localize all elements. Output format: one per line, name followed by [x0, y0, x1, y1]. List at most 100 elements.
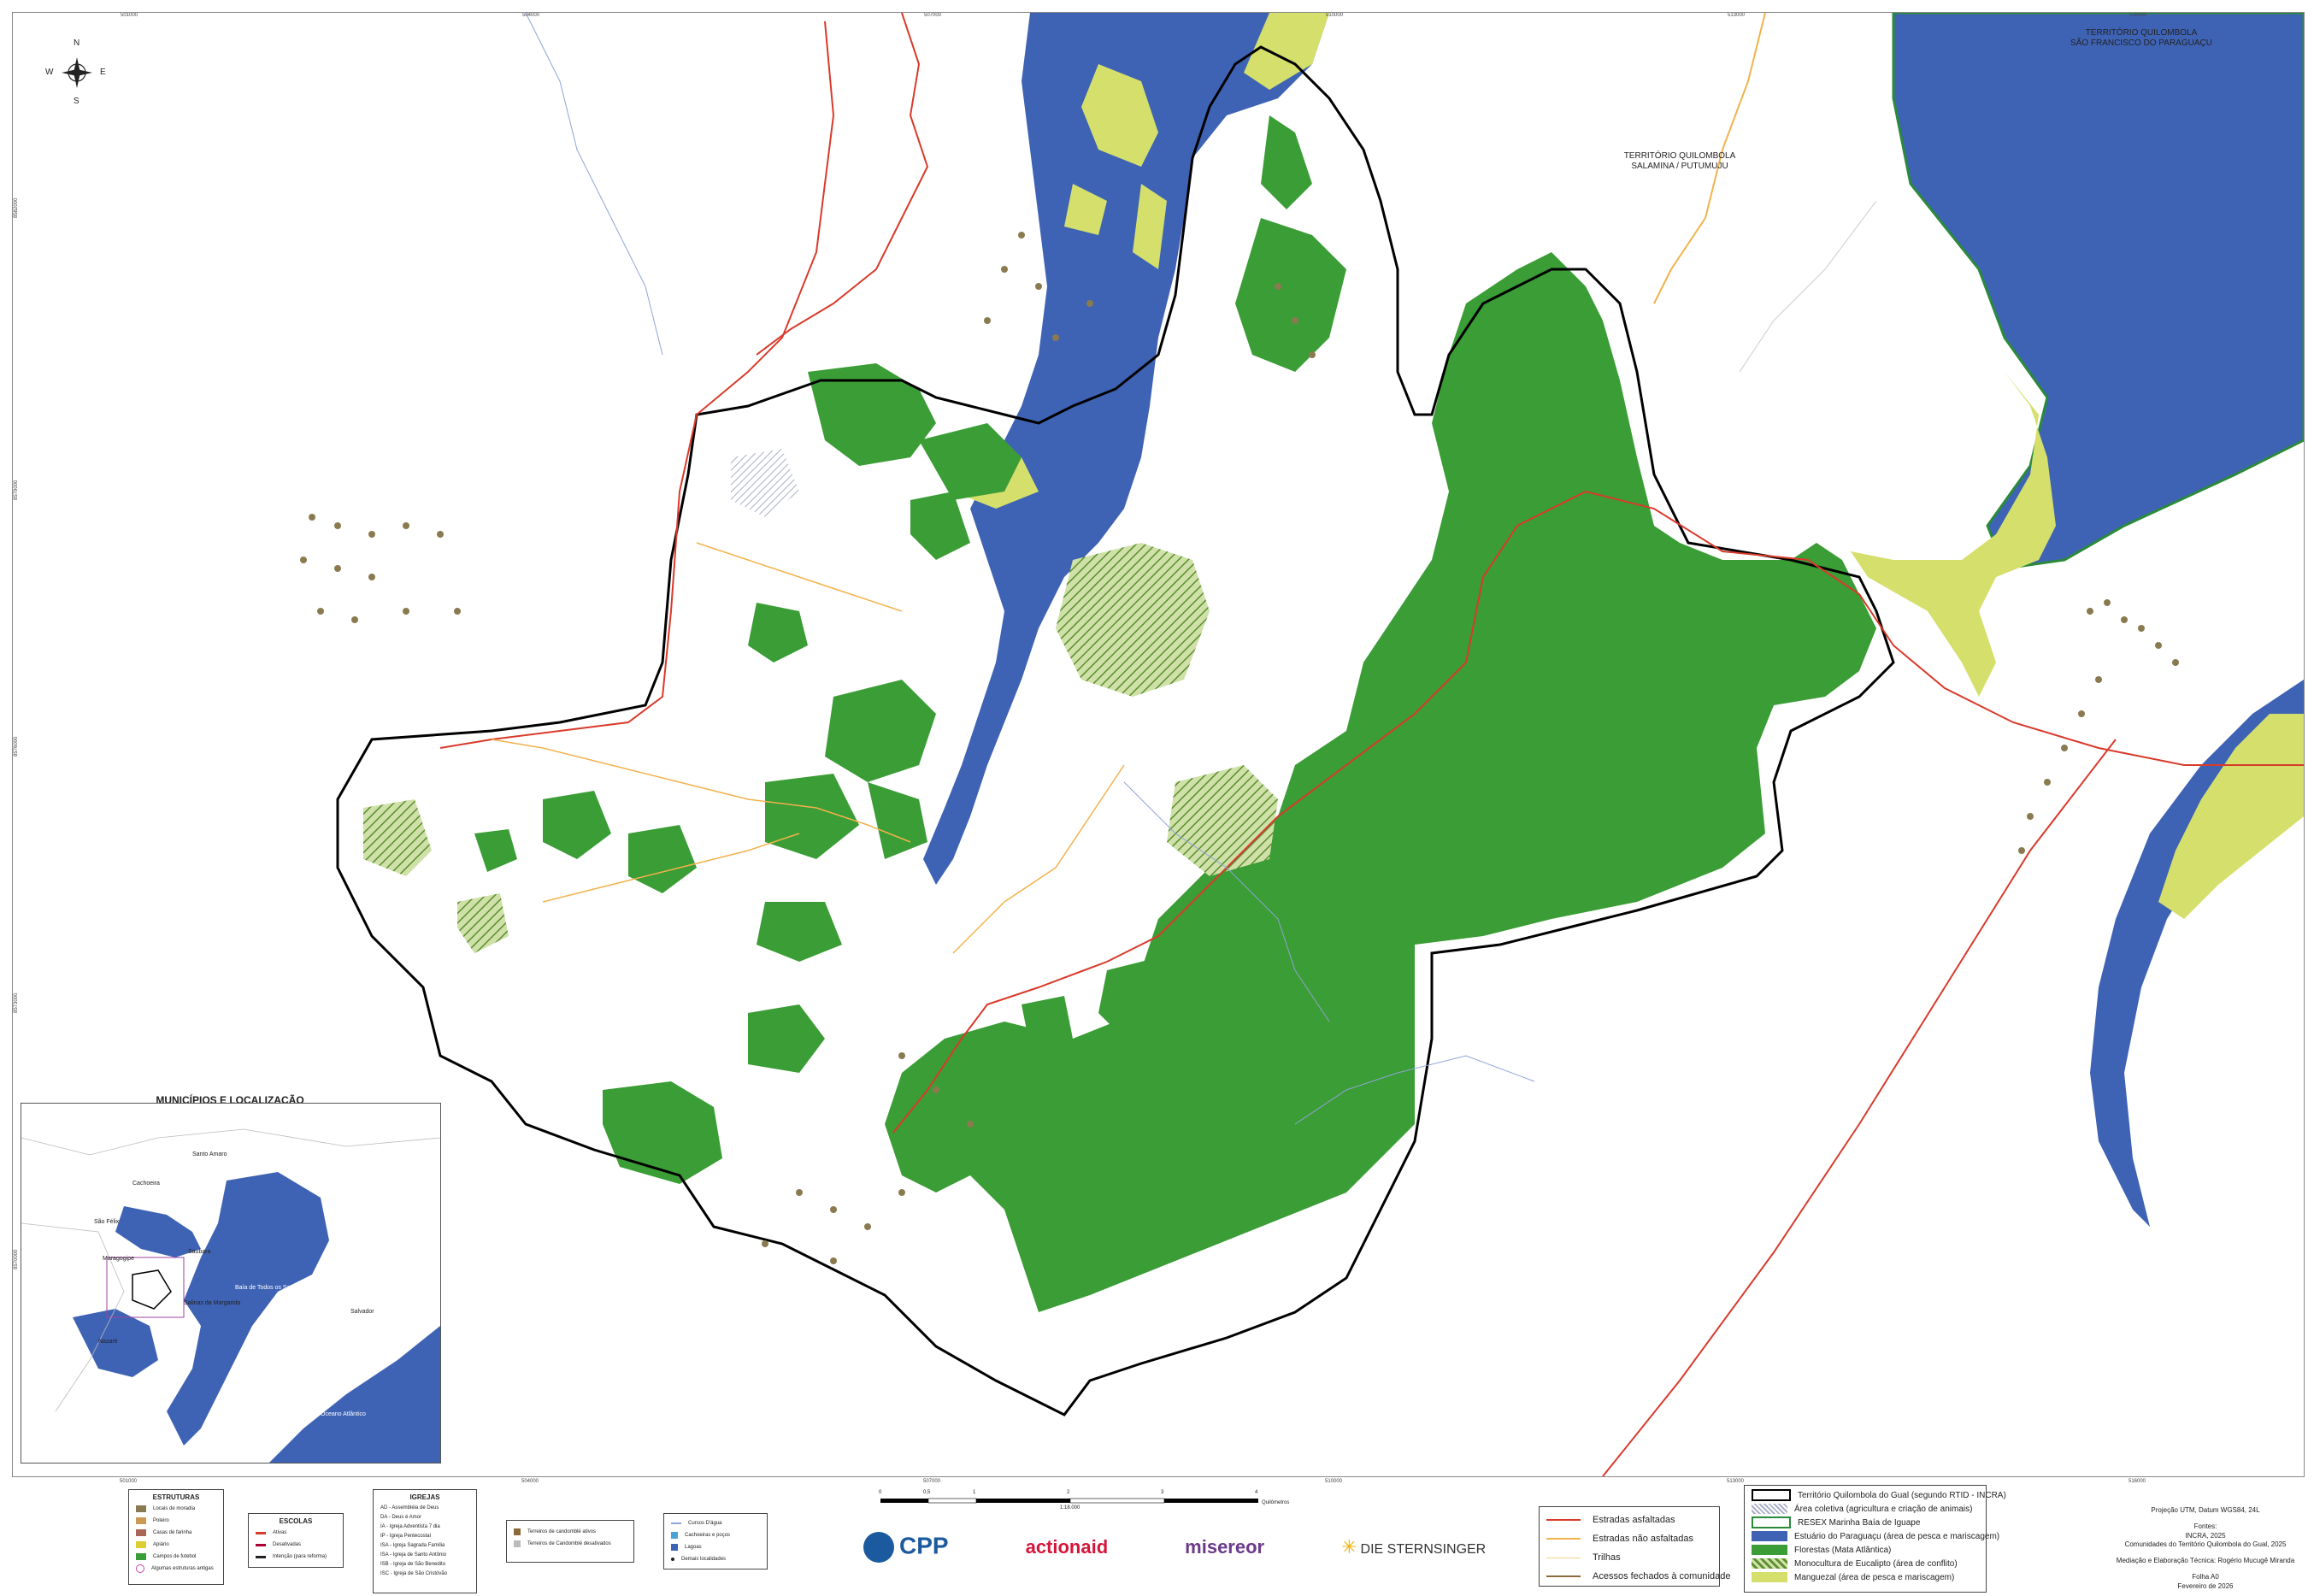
coord-side: 8570000: [14, 1249, 19, 1269]
inset-place: São Félix: [94, 1219, 120, 1225]
settlement-dots: [300, 232, 2179, 1264]
unpaved-road-4: [696, 542, 903, 612]
north-arrow-icon: N S E W: [45, 38, 107, 107]
locality-dot-icon: [671, 1558, 674, 1561]
eucalyptus-3: [363, 799, 432, 876]
forest-center-5: [1098, 953, 1210, 1047]
legend-areas: Território Quilombola do Gual (segundo R…: [1744, 1485, 2006, 1593]
coord-top: 510000: [1326, 13, 1344, 18]
legend-item: Estradas não asfaltadas: [1540, 1529, 1719, 1548]
legend-item: Ativas: [249, 1527, 343, 1539]
legend-item: Apiário: [129, 1539, 223, 1551]
mangrove-central-1: [1081, 64, 1158, 167]
legend-item: Estradas asfaltadas: [1540, 1511, 1719, 1529]
forest-center-1: [825, 680, 936, 782]
coord-bottom: 507000: [923, 1479, 941, 1484]
scale-tick: 1: [973, 1490, 976, 1495]
legend-estruturas-title: ESTRUTURAS: [152, 1493, 200, 1501]
coord-top: 513000: [1728, 13, 1746, 18]
legend-item: Acessos fechados à comunidade: [1540, 1567, 1730, 1586]
legend-item: ISB - Igreja de São Benedito: [380, 1561, 446, 1567]
territory-border-swatch: [1752, 1489, 1791, 1501]
mediation-text: Mediação e Elaboração Técnica: Rogério M…: [2116, 1557, 2295, 1565]
scale-tick: 3: [1161, 1490, 1164, 1495]
legend-item: Cachoeiras e poços: [664, 1529, 767, 1541]
scale-ratio: 1:18.000: [1060, 1505, 1080, 1511]
forest-west-2: [919, 423, 1022, 500]
source-item: INCRA, 2025: [2185, 1531, 2226, 1540]
legend-igrejas: IGREJAS AD - Assembléia de Deus DA - Deu…: [373, 1489, 477, 1593]
trail-1: [1739, 200, 1877, 373]
misereor-logo: misereor: [1185, 1536, 1265, 1558]
territory-label-salamina: TERRITÓRIO QUILOMBOLA SALAMINA / PUTUMUJ…: [1623, 151, 1736, 171]
football-field-icon: [136, 1553, 146, 1560]
legend-item: AD - Assembléia de Deus: [380, 1505, 439, 1511]
forest-center-4: [757, 902, 842, 962]
forest-center-3: [868, 782, 927, 859]
unpaved-road-3: [952, 764, 1125, 954]
legend-item: Estuário do Paraguaçu (área de pesca e m…: [1745, 1529, 1999, 1543]
sheet-text: Folha A0: [2192, 1572, 2219, 1581]
actionaid-logo: actionaid: [1025, 1536, 1109, 1558]
coord-bottom: 504000: [521, 1479, 539, 1484]
inset-place: Nazaré: [98, 1339, 118, 1345]
coord-side: 8573000: [14, 992, 19, 1013]
forest-sw-1: [603, 1081, 722, 1184]
north-label-n: N: [74, 38, 80, 48]
legend-terreiros: Terreiros de candomblé ativos Terreiros …: [506, 1520, 634, 1563]
legend-item: Desativadas: [249, 1539, 343, 1551]
legend-item: Terreiros de candomblé ativos: [507, 1526, 633, 1538]
scale-bar: 0 0,5 1 2 3 4 Quilômetros 1:18.000: [872, 1490, 1289, 1515]
lagoon-icon: [671, 1544, 678, 1551]
legend-item: RESEX Marinha Baía de Iguape: [1745, 1516, 1986, 1529]
scale-tick: 2: [1067, 1490, 1070, 1495]
legend-agua: Cursos D'água Cachoeiras e poços Lagoas …: [663, 1513, 768, 1569]
waterfall-icon: [671, 1532, 678, 1539]
legend-item: ISC - Igreja de São Cristóvão: [380, 1570, 448, 1576]
unpaved-road-1: [491, 739, 911, 843]
scale-tick: 4: [1255, 1490, 1258, 1495]
river-2: [1294, 1055, 1535, 1125]
territory-border: [336, 45, 1895, 1416]
source-item: Comunidades do Território Quilombola do …: [2124, 1540, 2287, 1549]
forest-west-1: [808, 363, 936, 466]
school-intent-icon: [256, 1555, 266, 1558]
legend-item: Monocultura de Eucalipto (área de confli…: [1745, 1557, 1986, 1570]
forest-w-3: [748, 603, 808, 663]
unpaved-road-swatch: [1546, 1538, 1581, 1540]
sternsinger-logo: ✳DIE STERNSINGER: [1341, 1536, 1487, 1558]
forest-north-1: [1261, 115, 1312, 209]
collective-area-swatch: [1752, 1504, 1787, 1514]
partner-logos: CPP actionaid misereor ✳DIE STERNSINGER: [863, 1522, 1563, 1573]
inset-place: Baía de Todos os Santos: [235, 1285, 302, 1291]
forest-w-2: [628, 825, 697, 893]
inset-map[interactable]: Santo Amaro Cachoeira São Félix Saubara …: [21, 1103, 441, 1463]
coord-top: 504000: [522, 13, 540, 18]
forest-swatch: [1752, 1545, 1787, 1555]
river-icon: [671, 1522, 681, 1524]
coord-bottom: 513000: [1727, 1479, 1745, 1484]
forest-sw-2: [748, 1004, 825, 1073]
eucalyptus-1: [1056, 543, 1210, 697]
house-icon: [136, 1505, 146, 1512]
closed-access-swatch: [1546, 1575, 1581, 1577]
paved-road-3: [756, 13, 929, 356]
forest-w-1: [543, 791, 611, 859]
forest-center-2: [765, 774, 859, 859]
map-canvas[interactable]: [13, 13, 2304, 1476]
date-text: Fevereiro de 2026: [2177, 1581, 2234, 1590]
mangrove-central-2: [1064, 184, 1107, 235]
legend-item: Trilhas: [1540, 1548, 1719, 1567]
coord-bottom: 516000: [2129, 1479, 2146, 1484]
scale-tick: 0,5: [923, 1490, 931, 1495]
legend-item: Poleiro: [129, 1515, 223, 1527]
coord-bottom: 510000: [1325, 1479, 1343, 1484]
resex-swatch: [1752, 1516, 1791, 1528]
paved-road-2: [892, 490, 2304, 1134]
forest-nw-ridge: [910, 492, 970, 560]
mangrove-northeast: [1851, 372, 2056, 697]
legend-item: DA - Deus é Amor: [380, 1514, 422, 1520]
sources-title: Fontes:: [2193, 1522, 2217, 1530]
legend-igrejas-title: IGREJAS: [409, 1493, 440, 1501]
paved-road-swatch: [1546, 1519, 1581, 1521]
